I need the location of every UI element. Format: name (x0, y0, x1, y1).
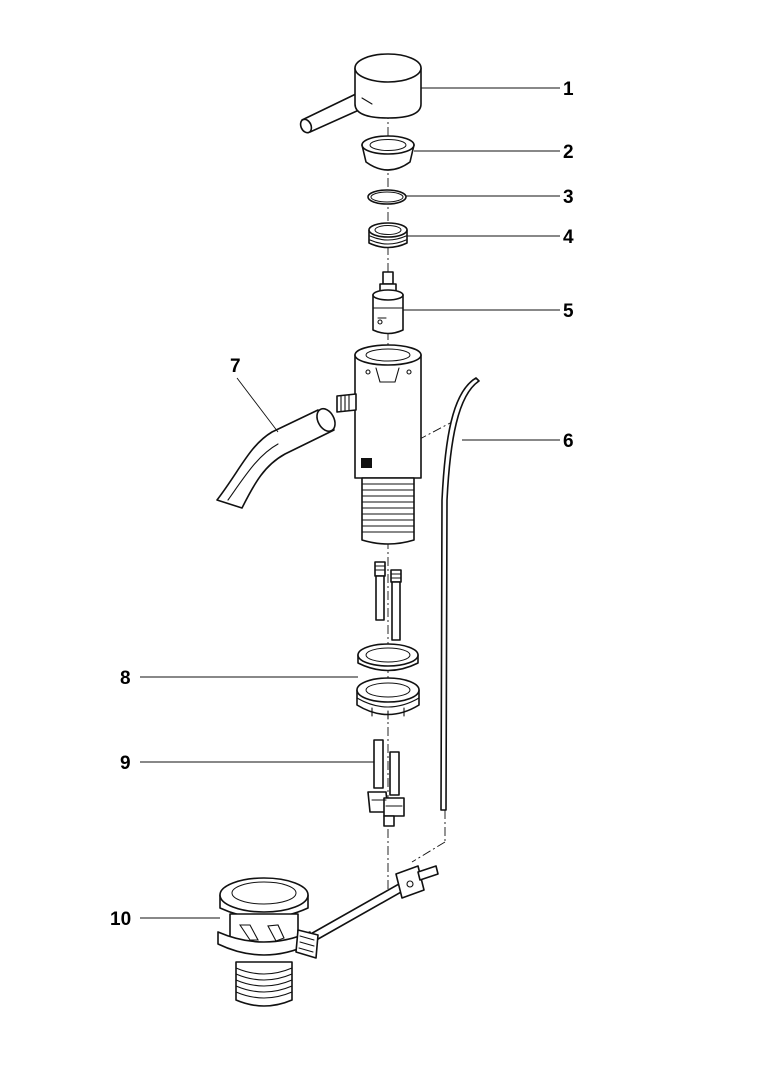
label-part-8: 8 (120, 668, 131, 689)
label-part-7: 7 (230, 356, 241, 377)
part-7-spout (216, 407, 336, 509)
faucet-body (336, 344, 422, 545)
label-part-10: 10 (110, 909, 131, 930)
label-part-6: 6 (563, 431, 574, 452)
label-part-1: 1 (563, 79, 574, 100)
label-part-2: 2 (563, 142, 574, 163)
part-8-gasket-and-lock-nut (356, 643, 420, 720)
part-labels: 1 2 3 4 5 6 7 8 9 10 (110, 79, 574, 930)
part-9-connection-hoses (367, 739, 405, 827)
part-2-cover-cap (361, 135, 415, 171)
part-1-lever-handle (299, 53, 422, 134)
leader-lines (140, 87, 560, 919)
label-part-5: 5 (563, 301, 574, 322)
part-10-waste-valve (217, 865, 439, 1007)
part-5-cartridge (372, 271, 404, 335)
part-6-pop-up-rod (440, 377, 480, 811)
part-3-o-ring (367, 189, 407, 205)
label-part-3: 3 (563, 187, 574, 208)
part-4-threaded-nut (368, 222, 408, 249)
label-part-9: 9 (120, 753, 131, 774)
connection-hoses-upper (374, 561, 402, 641)
label-part-4: 4 (563, 227, 574, 248)
